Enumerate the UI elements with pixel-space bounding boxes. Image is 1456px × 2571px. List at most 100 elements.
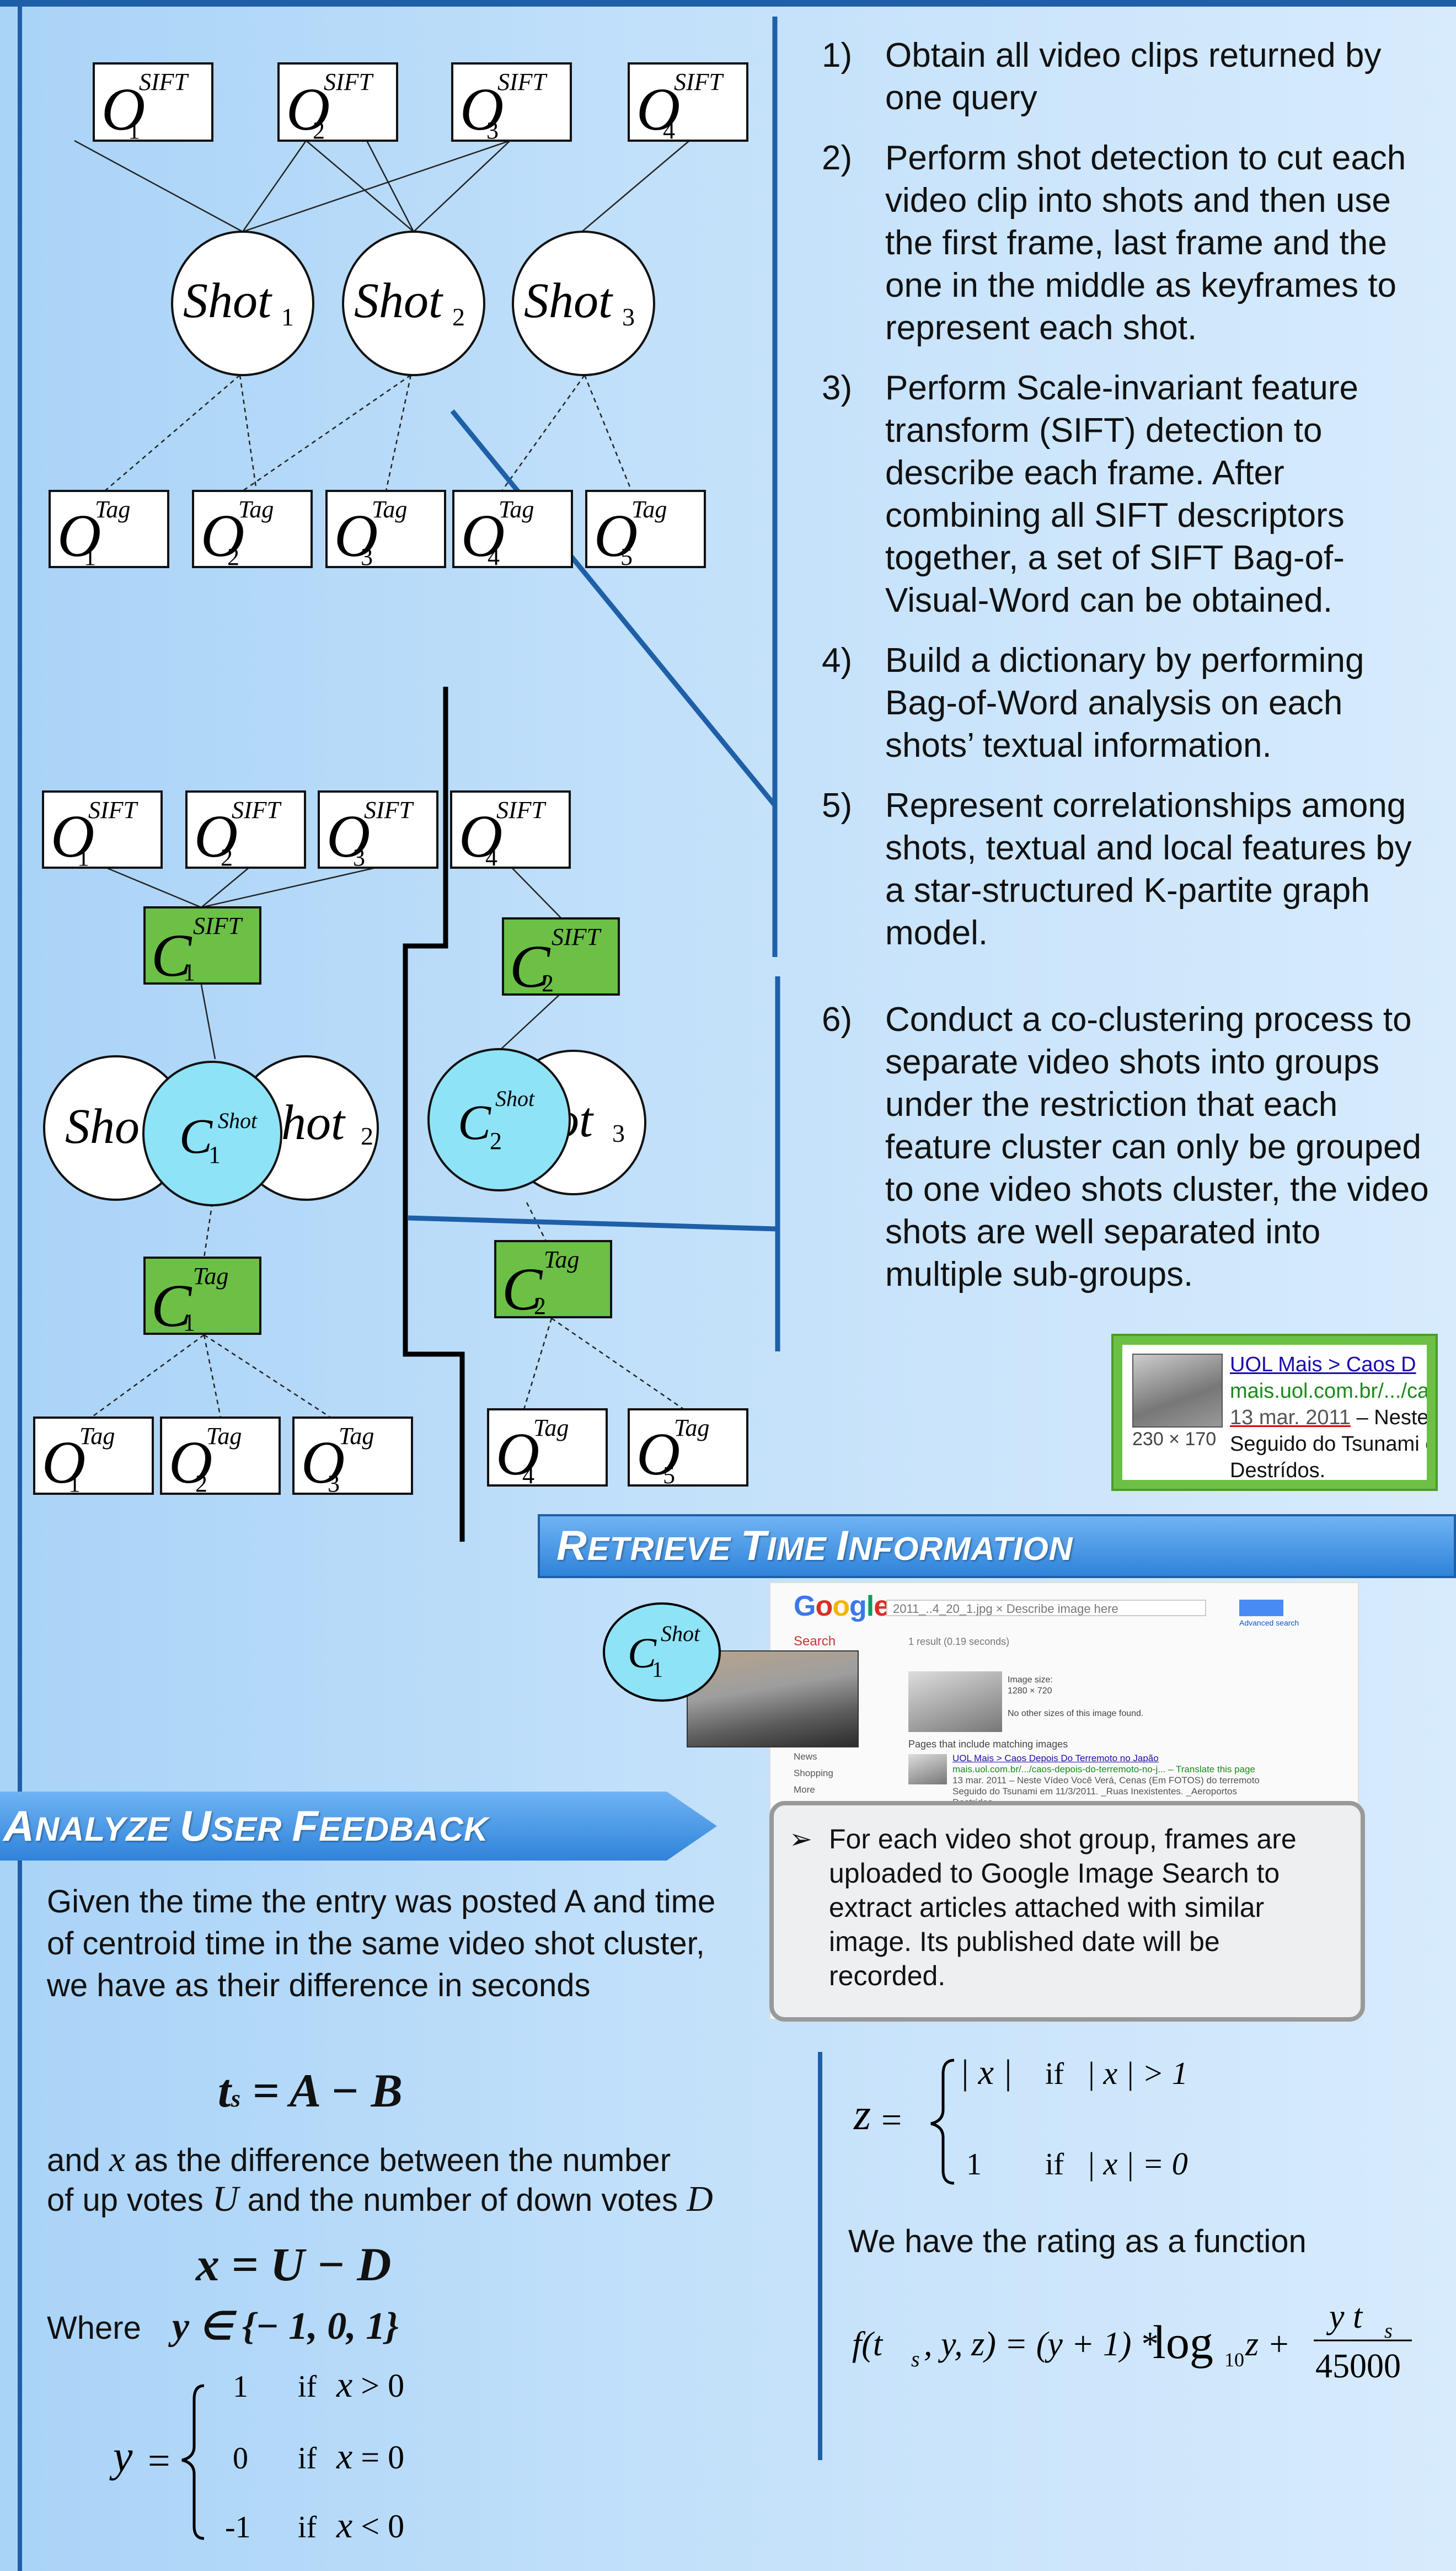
eq-x: x = U − D bbox=[196, 2238, 392, 2291]
y-case-if: if bbox=[298, 2441, 317, 2476]
node-sup: Tag bbox=[499, 496, 534, 523]
cluster-base: C bbox=[179, 1109, 213, 1164]
node-base: O bbox=[334, 502, 378, 569]
node-base: O bbox=[194, 803, 238, 870]
node-index: 4 bbox=[488, 543, 500, 570]
search-result-snippet: 230 × 170 UOL Mais > Caos D mais.uol.com… bbox=[1111, 1334, 1438, 1491]
svg-text:if: if bbox=[1045, 2147, 1064, 2182]
snippet-text: UOL Mais > Caos D mais.uol.com.br/.../ca… bbox=[1230, 1351, 1427, 1480]
node-base: O bbox=[326, 803, 370, 870]
shot-index: 1 bbox=[281, 303, 294, 331]
step-2: 2)Perform shot detection to cut each vid… bbox=[822, 139, 1406, 347]
shot-index: 3 bbox=[622, 303, 635, 331]
shot-right-label: hot bbox=[281, 1095, 346, 1150]
node-base: O bbox=[594, 502, 638, 569]
votes-text: and x as the difference between the numb… bbox=[47, 2139, 713, 2219]
top-border bbox=[0, 0, 1456, 7]
shot-left-label: Sho bbox=[65, 1099, 140, 1154]
svg-text:1: 1 bbox=[652, 1657, 663, 1682]
keyframe-car-image bbox=[687, 1650, 859, 1747]
node-sup: Tag bbox=[631, 496, 667, 523]
node-index: 4 bbox=[522, 1462, 534, 1489]
cluster-sup: SIFT bbox=[193, 912, 244, 939]
svg-text:, y, z) = (y + 1) *: , y, z) = (y + 1) * bbox=[924, 2326, 1157, 2363]
svg-text:C: C bbox=[628, 1629, 657, 1677]
google-search-button[interactable] bbox=[1239, 1600, 1283, 1616]
node-index: 2 bbox=[313, 117, 325, 144]
feedback-explanation: Given the time the entry was posted A an… bbox=[47, 1884, 716, 2003]
node-index: 3 bbox=[361, 543, 373, 570]
y-case-relation: x = 0 bbox=[336, 2436, 404, 2477]
node-index: 3 bbox=[486, 117, 499, 144]
shot-base: Shot bbox=[354, 274, 443, 328]
google-search-label: Search bbox=[794, 1634, 836, 1649]
node-base: O bbox=[301, 1429, 345, 1496]
svg-text:1: 1 bbox=[966, 2147, 982, 2182]
google-search-input[interactable]: 2011_..4_20_1.jpg × Describe image here bbox=[886, 1600, 1206, 1616]
cluster-index: 2 bbox=[534, 1292, 546, 1319]
formula-divider bbox=[818, 2052, 822, 2460]
cluster-base: C bbox=[151, 922, 192, 989]
node-base: O bbox=[169, 1429, 212, 1496]
cluster-sup: SIFT bbox=[552, 923, 602, 950]
snippet-link[interactable]: UOL Mais > Caos D bbox=[1230, 1353, 1416, 1376]
cluster-index: 2 bbox=[542, 970, 554, 997]
google-sidebar: News Shopping More bbox=[794, 1751, 833, 1795]
svg-text:| x | > 1: | x | > 1 bbox=[1086, 2055, 1188, 2091]
cluster-index: 1 bbox=[183, 1309, 195, 1336]
svg-text:z +: z + bbox=[1245, 2326, 1290, 2363]
node-sup: Tag bbox=[206, 1423, 242, 1450]
svg-text:f(t: f(t bbox=[852, 2326, 884, 2363]
svg-text:y t: y t bbox=[1326, 2298, 1363, 2335]
y-case-relation: x < 0 bbox=[336, 2505, 404, 2546]
node-index: 1 bbox=[68, 1470, 81, 1497]
top-graph-edges bbox=[74, 140, 690, 233]
cluster-index: 2 bbox=[490, 1127, 502, 1154]
cluster-base: C bbox=[502, 1255, 543, 1323]
svg-text:=: = bbox=[881, 2100, 902, 2140]
google-logo: Google bbox=[794, 1590, 890, 1622]
eq-z-piecewise: z = | x | if | x | > 1 1 if | x | = 0 bbox=[853, 2052, 1188, 2185]
svg-text:y: y bbox=[109, 2433, 133, 2481]
node-sup: SIFT bbox=[324, 68, 374, 95]
analyze-feedback-banner: ANALYZE USER FEEDBACK bbox=[0, 1792, 717, 1861]
node-sup: SIFT bbox=[497, 68, 548, 95]
eq-y-domain: Where y ∈ {− 1, 0, 1} bbox=[47, 2305, 399, 2348]
centroid-cluster: C 1 Shot bbox=[603, 1602, 721, 1702]
y-case-value: 0 bbox=[233, 2441, 248, 2476]
method-steps: 1)Obtain all video clips returned by one… bbox=[822, 34, 1439, 1313]
cluster-base: C bbox=[151, 1272, 192, 1339]
snippet-date: 13 mar. 2011 bbox=[1230, 1406, 1351, 1429]
node-base: O bbox=[51, 803, 94, 870]
node-index: 3 bbox=[328, 1470, 340, 1497]
svg-text:if: if bbox=[1045, 2057, 1064, 2091]
step-5: 5)Represent correlationships among shots… bbox=[822, 787, 1412, 952]
svg-text:s: s bbox=[911, 2346, 920, 2371]
node-index: 1 bbox=[84, 543, 96, 570]
node-base: O bbox=[42, 1429, 85, 1496]
node-sup: SIFT bbox=[496, 797, 547, 824]
y-case-relation: x > 0 bbox=[336, 2365, 404, 2405]
node-sup: SIFT bbox=[88, 797, 139, 824]
step-1: 1)Obtain all video clips returned by one… bbox=[822, 36, 1382, 117]
step-3: 3)Perform Scale-invariant feature transf… bbox=[822, 369, 1359, 619]
node-sup: Tag bbox=[339, 1423, 374, 1450]
